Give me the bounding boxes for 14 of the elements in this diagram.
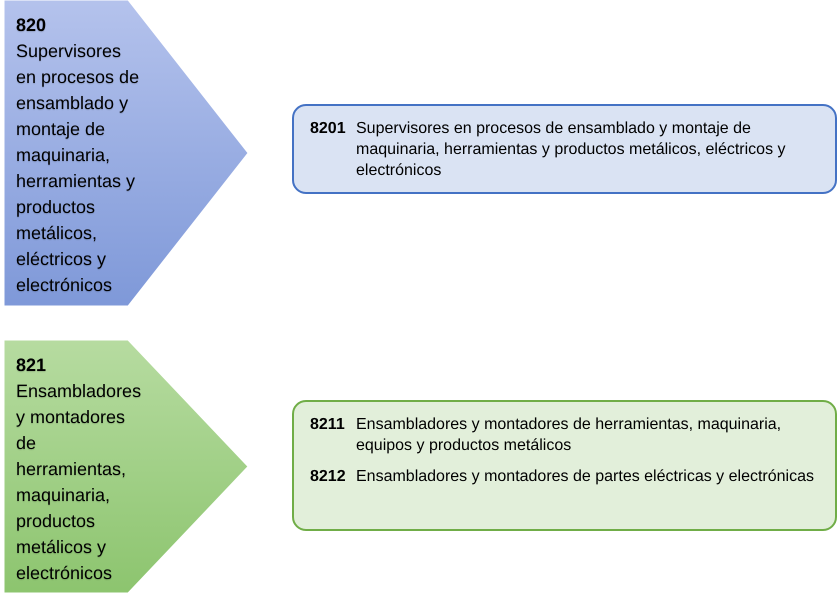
category-title: Ensambladores y montadores de herramientas, maquinaria, productos metálicos y electrónicos	[16, 380, 142, 585]
code-number: 820	[16, 14, 48, 37]
code-number: 8201	[310, 119, 347, 139]
occupation-description: Ensambladores y montadores de partes eléctricas y electrónicas	[356, 467, 815, 487]
code-number: 8211	[310, 415, 346, 435]
occupation-description: Ensambladores y montadores de herramientas, maquinaria, equipos y productos metálicos	[356, 415, 782, 456]
chevron-shape	[4, 340, 250, 593]
code-number: 8212	[310, 467, 347, 487]
code-number: 821	[16, 354, 48, 377]
category-title: Supervisores en procesos de ensamblado y montaje de maquinaria, herramientas y productos metálicos, eléctricos y electrónicos	[16, 40, 140, 297]
rounded-box	[292, 104, 837, 194]
occupation-description: Supervisores en procesos de ensamblado y montaje de maquinaria, herramientas y productos metálicos, eléctricos y electrónicos	[356, 119, 787, 181]
chevron-shape	[4, 0, 250, 306]
rounded-box	[292, 400, 837, 531]
